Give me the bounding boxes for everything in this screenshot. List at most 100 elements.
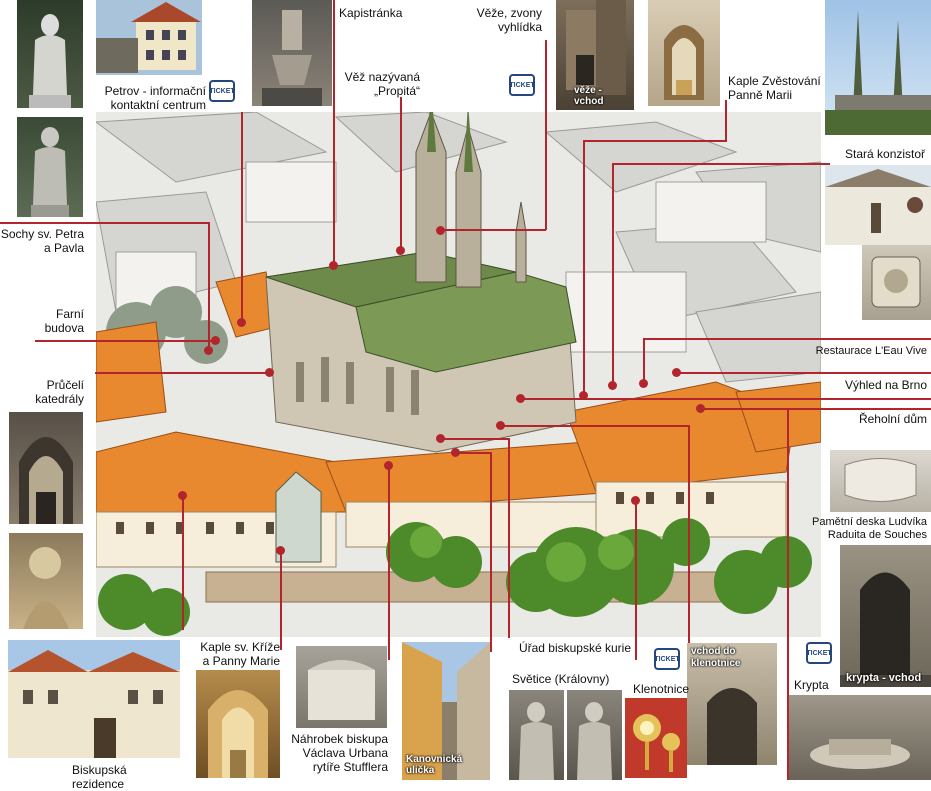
svetice-photo-2 [567,690,622,780]
marker-dot [696,404,705,413]
leader-line [688,425,690,680]
leader-line [35,340,215,342]
nahrobek-photo [296,646,387,728]
leader-line [0,222,210,224]
label-farni-budova[interactable]: Farní budova [44,307,84,335]
leader-line [612,163,614,385]
leader-line [583,140,727,142]
leader-line [545,40,547,230]
cathedral-map-illustration [96,112,821,637]
leader-line [95,372,270,374]
leader-line [280,550,282,650]
label-kaple-krize[interactable]: Kaple sv. Kříže a Panny Marie [200,640,280,668]
label-stara-konzistor[interactable]: Stará konzistoř [845,147,926,161]
label-veze[interactable]: Věže, zvony vyhlídka [476,6,542,34]
label-kapistranka[interactable]: Kapistránka [339,6,403,20]
label-pruceli[interactable]: Průčelí katedrály [35,378,84,406]
marker-dot [451,448,460,457]
biskupska-rezidence-photo [8,640,180,758]
krypta-photo [789,695,931,780]
leader-line [241,112,243,322]
label-vez-propita[interactable]: Věž nazývaná „Propitá“ [344,70,420,98]
label-biskupska-rezidence[interactable]: Biskupská rezidence [72,763,127,791]
stara-konzistor-photo [825,165,931,245]
svetice-photo-1 [509,690,564,780]
leader-line [635,500,637,660]
leader-line [643,338,645,383]
leader-line [787,408,789,780]
pametni-deska-photo [830,450,931,512]
sculpture-detail-photo [9,533,83,629]
label-nahrobek[interactable]: Náhrobek biskupa Václava Urbana rytíře S… [291,732,388,774]
label-svetice[interactable]: Světice (Královny) [512,672,610,686]
label-petrov[interactable]: Petrov - informační kontaktní centrum [104,84,206,112]
ticket-badge: TICKET [654,648,680,670]
ticket-badge: TICKET [806,642,832,664]
vchod-klenotnice-photo: vchod do klenotnice [687,643,777,765]
marker-dot [639,379,648,388]
photo-caption: krypta - vchod [846,672,922,684]
statue-photo-top [17,0,83,108]
statue-photo-left [17,117,83,217]
leader-line [490,452,492,652]
leader-line [208,222,210,350]
veze-vchod-photo: věže - vchod [556,0,634,110]
leader-line [400,97,402,249]
marker-dot [204,346,213,355]
marker-dot [436,434,445,443]
marker-dot [579,391,588,400]
marker-dot [436,226,445,235]
marker-dot [516,394,525,403]
marker-dot [631,496,640,505]
petrov-info-building-photo [96,0,202,75]
label-krypta[interactable]: Krypta [794,678,829,692]
leader-line [440,229,546,231]
marker-dot [211,336,220,345]
marker-dot [396,246,405,255]
marker-dot [329,261,338,270]
label-restaurace[interactable]: Restaurace L'Eau Vive [815,345,927,357]
leader-line [643,338,931,340]
krypta-vchod-photo: krypta - vchod [840,545,931,687]
leader-line [388,465,390,660]
leader-line [583,140,585,395]
label-vyhled[interactable]: Výhled na Brno [844,378,927,392]
leader-line [333,0,335,265]
kaple-krize-photo [196,670,280,778]
kanovnicka-ulicka-photo: Kanovnická ulička [402,642,490,780]
marker-dot [384,461,393,470]
kapistranka-photo [252,0,332,106]
label-klenotnice[interactable]: Klenotnice [633,682,690,696]
marker-dot [672,368,681,377]
marker-dot [496,421,505,430]
leader-line [182,495,184,630]
photo-caption: Kanovnická ulička [406,754,463,776]
marker-dot [237,318,246,327]
leader-line [725,100,727,140]
marker-dot [265,368,274,377]
leader-line [508,438,510,638]
marker-dot [608,381,617,390]
kaple-zvestovani-photo [648,0,720,106]
label-sochy[interactable]: Sochy sv. Petra a Pavla [0,227,84,255]
leader-line [700,408,931,410]
marker-dot [276,546,285,555]
photo-caption: věže - vchod [574,85,604,107]
cathedral-towers-photo [825,0,931,135]
label-reholni-dum[interactable]: Řeholní dům [858,412,927,426]
label-pametni-deska[interactable]: Pamětní deska Ludvíka Raduita de Souches [812,516,927,541]
leader-line [440,438,510,440]
leader-line [676,372,931,374]
facade-portal-photo [9,412,83,524]
ticket-badge: TICKET [209,80,235,102]
marker-dot [178,491,187,500]
coat-of-arms-photo [862,245,931,320]
leader-line [612,163,830,165]
label-kaple-zvestovani[interactable]: Kaple Zvěstování Panně Marii [728,74,821,102]
leader-line [455,452,491,454]
photo-caption: vchod do klenotnice [691,646,741,669]
ticket-badge: TICKET [509,74,535,96]
label-urad[interactable]: Úřad biskupské kurie [518,641,631,655]
leader-line [520,398,931,400]
leader-line [500,425,690,427]
